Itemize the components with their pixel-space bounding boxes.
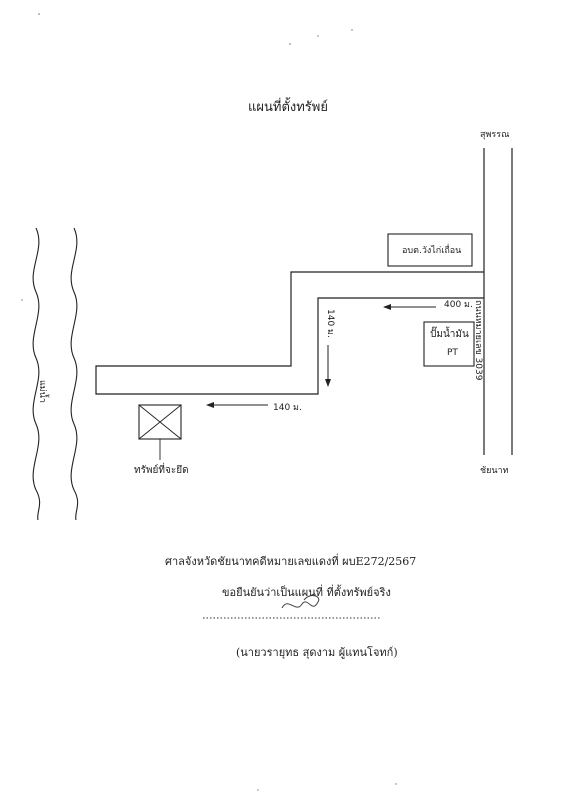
signatory-name: (นายวรายุทธ สุดงาม ผู้แทนโจทก์) bbox=[236, 646, 398, 659]
org-label: อบต.วังไก่เถื่อน bbox=[402, 246, 462, 256]
river-bank-left bbox=[32, 227, 41, 521]
direction-north-label: สุพรรณ bbox=[480, 130, 510, 140]
distance-140-horizontal-label: 140 ม. bbox=[273, 403, 302, 413]
distance-400-label: 400 ม. bbox=[444, 300, 473, 310]
signature-scribble bbox=[281, 595, 320, 609]
case-number-line: ศาลจังหวัดชัยนาทคดีหมายเลขแดงที่ ผบE272/… bbox=[165, 555, 417, 568]
confirmation-line: ขอยืนยันว่าเป็นแผนที่ ที่ตั้งทรัพย์จริง bbox=[222, 586, 391, 599]
river-bank-right bbox=[70, 227, 79, 521]
property-cross-b bbox=[138, 404, 182, 440]
river-label: แม่น้ำ bbox=[37, 380, 47, 403]
property-label: ทรัพย์ที่จะยึด bbox=[134, 465, 189, 476]
org-box bbox=[387, 233, 473, 267]
gas-station-box bbox=[423, 321, 475, 367]
main-road-label: ถนนหมายเลข 3039 bbox=[473, 300, 483, 381]
map-title: แผนที่ตั้งทรัพย์ bbox=[248, 100, 328, 115]
access-road-outer-edge bbox=[95, 271, 484, 395]
direction-south-label: ชัยนาท bbox=[480, 466, 509, 476]
gas-station-code: PT bbox=[447, 348, 458, 358]
gas-station-label: ปั๊มน้ำมัน bbox=[430, 329, 469, 340]
distance-140-vertical-label: 140 ม. bbox=[325, 309, 335, 338]
